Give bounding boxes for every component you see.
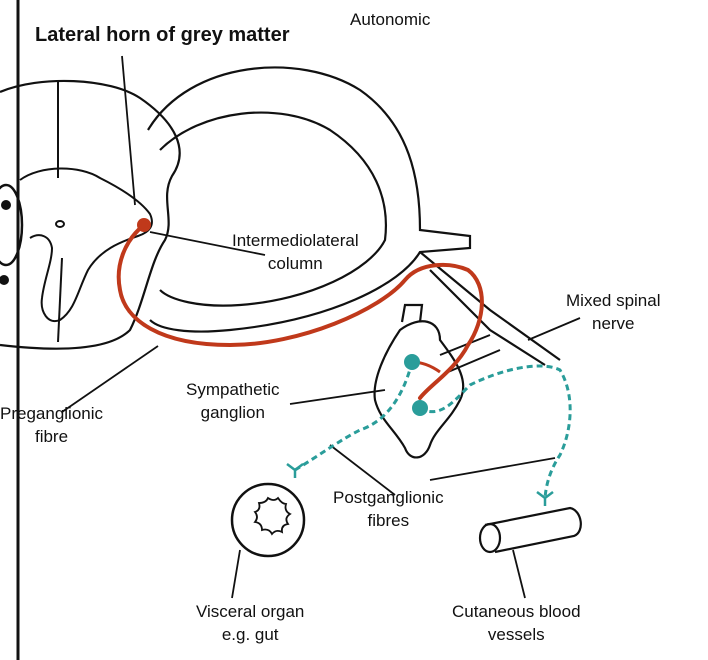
mixed-spinal-nerve-trunk <box>419 251 561 361</box>
ramus-connection <box>439 334 501 373</box>
preganglionic-fibre-path <box>116 223 484 400</box>
label-cutaneous-blood-vessels: Cutaneous blood vessels <box>452 602 581 644</box>
sympathetic-ganglion-outline <box>373 320 465 459</box>
leader-intermediolateral <box>149 231 266 256</box>
postganglionic-ending-visceral <box>286 463 304 478</box>
visceral-organ-lumen <box>253 496 292 536</box>
leader-postganglionic-right <box>429 457 556 481</box>
label-visceral-organ: Visceral organ e.g. gut <box>196 602 305 644</box>
blood-vessel-body <box>484 506 582 554</box>
grey-matter-outline <box>19 167 153 323</box>
central-canal <box>55 220 65 228</box>
spinal-cord-outline <box>0 79 181 350</box>
leader-postganglionic-left <box>329 444 396 496</box>
leader-sympathetic <box>289 389 386 405</box>
leader-mixed-spinal <box>527 317 581 341</box>
leader-visceral <box>231 549 241 599</box>
postganglionic-fibre-visceral <box>294 361 414 472</box>
left-structure <box>0 183 24 267</box>
inner-root-loop <box>159 111 387 307</box>
leader-lateral-horn <box>121 55 136 206</box>
label-sympathetic-ganglion: Sympathetic ganglion <box>186 380 280 422</box>
label-lateral-horn: Lateral horn of grey matter <box>35 24 290 46</box>
postganglionic-fibre-cutaneous <box>419 364 572 499</box>
visceral-organ-outer <box>230 482 306 558</box>
leader-cutaneous <box>512 549 526 599</box>
label-autonomic: Autonomic <box>350 10 431 29</box>
label-mixed-spinal-nerve: Mixed spinal nerve <box>566 291 661 333</box>
label-preganglionic-fibre: Preganglionic fibre <box>0 404 104 446</box>
postganglionic-ending-cutaneous <box>536 491 554 506</box>
left-dot-1 <box>1 200 11 210</box>
label-postganglionic-fibres: Postganglionic fibres <box>333 488 444 530</box>
mixed-spinal-nerve-trunk-lower <box>429 269 546 366</box>
left-dot-2 <box>0 275 9 285</box>
leader-preganglionic <box>61 345 159 413</box>
blood-vessel-end <box>478 522 502 554</box>
label-intermediolateral-column: Intermediolateral column <box>232 231 359 273</box>
dorsal-root-loop <box>147 66 472 333</box>
midline-fissure-lower <box>57 257 63 343</box>
ganglion-stalk <box>400 303 424 323</box>
